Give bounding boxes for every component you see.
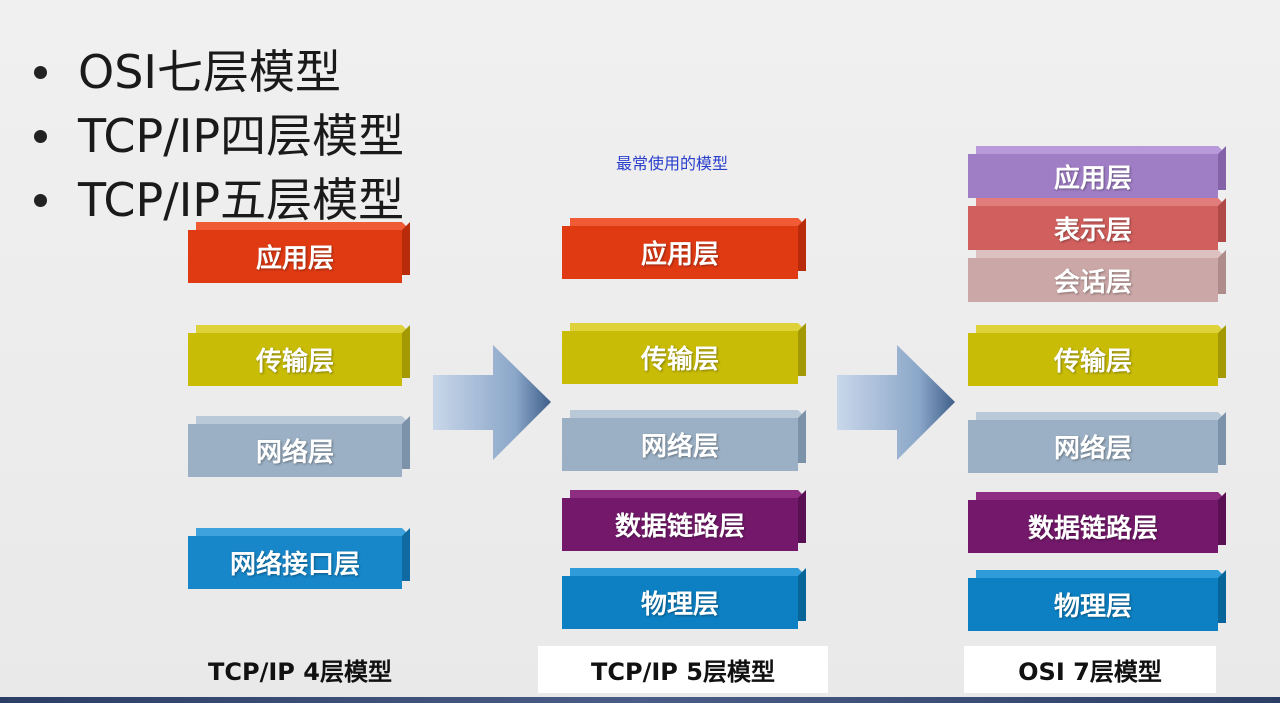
osi7-session-layer: 会话层 <box>968 258 1218 302</box>
arrow-right-icon <box>433 345 551 460</box>
tcpip5-transport-layer: 传输层 <box>562 331 798 384</box>
tcpip4-network-interface-layer: 网络接口层 <box>188 536 402 589</box>
most-used-note: 最常使用的模型 <box>616 154 729 173</box>
tcpip4-application-layer: 应用层 <box>188 230 402 283</box>
bullet-dot-icon <box>34 194 47 207</box>
bullet-dot-icon <box>34 66 47 79</box>
tcpip5-caption: TCP/IP 5层模型 <box>538 646 828 693</box>
arrow-right-icon <box>837 345 955 460</box>
tcpip4-caption: TCP/IP 4层模型 <box>208 658 392 686</box>
bottom-bar <box>0 697 1280 703</box>
osi7-network-layer: 网络层 <box>968 420 1218 473</box>
tcpip5-network-layer: 网络层 <box>562 418 798 471</box>
osi7-physical-layer: 物理层 <box>968 578 1218 631</box>
tcpip5-application-layer: 应用层 <box>562 226 798 279</box>
tcpip4-transport-layer: 传输层 <box>188 333 402 386</box>
osi7-presentation-layer: 表示层 <box>968 206 1218 250</box>
osi7-caption: OSI 7层模型 <box>964 646 1216 693</box>
tcpip5-physical-layer: 物理层 <box>562 576 798 629</box>
tcpip5-data-link-layer: 数据链路层 <box>562 498 798 551</box>
tcpip4-network-layer: 网络层 <box>188 424 402 477</box>
osi7-data-link-layer: 数据链路层 <box>968 500 1218 553</box>
osi7-transport-layer: 传输层 <box>968 333 1218 386</box>
osi7-application-layer: 应用层 <box>968 154 1218 198</box>
bullet-dot-icon <box>34 130 47 143</box>
